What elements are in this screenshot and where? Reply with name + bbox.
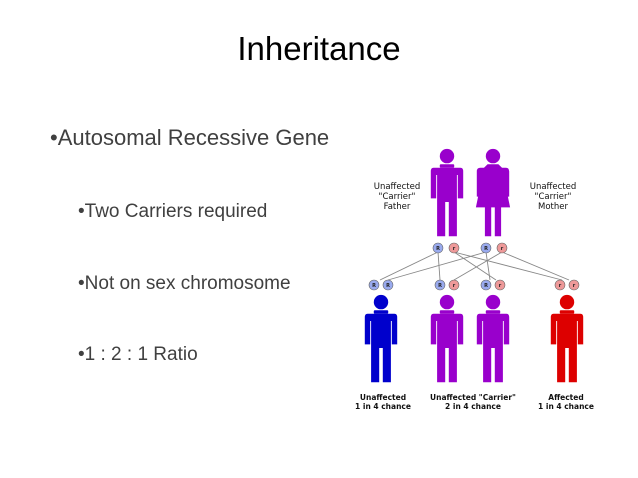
mother-allele-1-text: R [484,246,488,252]
mother-allele-2-text: r [501,246,504,252]
bullet-autosomal-recessive: •Autosomal Recessive Gene [50,125,330,150]
mother-allele-1 [480,242,492,254]
mother-label-line3: Mother [538,202,568,212]
child-unaffected-allele-1 [368,279,380,291]
child-affected-allele-1 [554,279,566,291]
outcome-unaffected-chance: 1 in 4 chance [355,402,411,411]
child-affected-allele-2-text: r [573,283,576,289]
mother-allele-2 [496,242,508,254]
child-affected-allele-1-text: r [559,283,562,289]
child-carrier-1-allele-1 [434,279,446,291]
mother-alleles: R r [480,242,508,254]
father-allele-2 [448,242,460,254]
child-carrier-2-allele-1 [480,279,492,291]
father-allele-1-text: R [436,246,440,252]
child-carrier-1-allele-1-text: R [438,283,442,289]
father-label-line1: Unaffected [374,182,421,192]
father-label-line3: Father [384,202,411,212]
child-affected-figure [550,294,584,383]
mother-figure [475,148,511,237]
child-affected-allele-2 [568,279,580,291]
child-carrier-1-allele-2 [448,279,460,291]
child-carrier-2-allele-2-text: r [499,283,502,289]
child-unaffected-allele-2-text: R [386,283,390,289]
slide-title: Inheritance [237,30,401,67]
inheritance-lines [379,251,570,281]
father-label-line2: "Carrier" [379,192,416,202]
outcome-affected-label: Affected [548,393,583,402]
mother-label-line2: "Carrier" [535,192,572,202]
outcome-carrier-chance: 2 in 4 chance [445,402,501,411]
outcome-unaffected-label: Unaffected [360,393,406,402]
child-carrier-2-allele-2 [494,279,506,291]
mother-label-line1: Unaffected [530,182,577,192]
child-unaffected-allele-1-text: R [372,283,376,289]
child-carrier-2-figure [476,294,510,383]
child-unaffected-figure [364,294,398,383]
child-carrier-2-allele-1-text: R [484,283,488,289]
child-carrier-1-figure [430,294,464,383]
outcome-carrier-label: Unaffected "Carrier" [430,393,516,402]
father-figure [430,148,464,237]
bullet-ratio: •1 : 2 : 1 Ratio [78,344,198,365]
child-carrier-1-allele-2-text: r [453,283,456,289]
outcome-affected-chance: 1 in 4 chance [538,402,594,411]
bullet-two-carriers: •Two Carriers required [78,201,268,222]
child-unaffected-allele-2 [382,279,394,291]
father-alleles: R r [432,242,460,254]
bullet-not-sex-chromosome: •Not on sex chromosome [78,273,291,294]
inheritance-pedigree-diagram: Unaffected "Carrier" Father Unaffected "… [355,148,594,411]
father-allele-2-text: r [453,246,456,252]
father-allele-1 [432,242,444,254]
